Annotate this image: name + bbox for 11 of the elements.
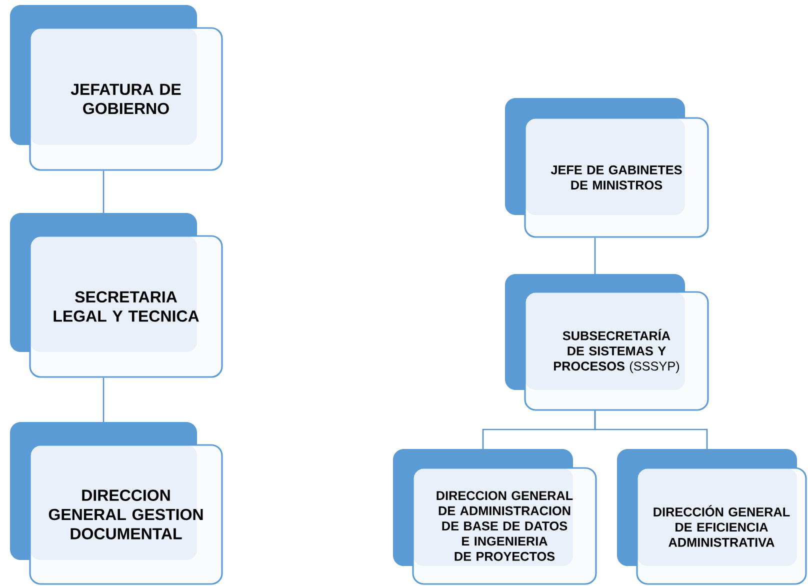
org-box: DIRECCIÓN GENERAL DE EFICIENCIA ADMINISTRATIVA bbox=[617, 449, 807, 585]
org-box: JEFE DE GABINETES DE MINISTROS bbox=[505, 98, 709, 238]
connector-line bbox=[594, 410, 708, 449]
org-box: SUBSECRETARÍA DE SISTEMAS Y PROCESOS (SSSYP) bbox=[505, 274, 709, 411]
org-box: SECRETARIA LEGAL Y TECNICA bbox=[10, 213, 223, 378]
org-box: DIRECCION GENERAL GESTION DOCUMENTAL bbox=[10, 422, 223, 585]
org-box: DIRECCION GENERAL DE ADMINISTRACION DE BASE DE DATOS E INGENIERIA DE PROYECTOS bbox=[393, 449, 597, 585]
connector-line bbox=[102, 378, 104, 422]
connector-line bbox=[102, 170, 104, 213]
org-box: JEFATURA DE GOBIERNO bbox=[10, 5, 223, 171]
connector-line bbox=[594, 238, 596, 274]
